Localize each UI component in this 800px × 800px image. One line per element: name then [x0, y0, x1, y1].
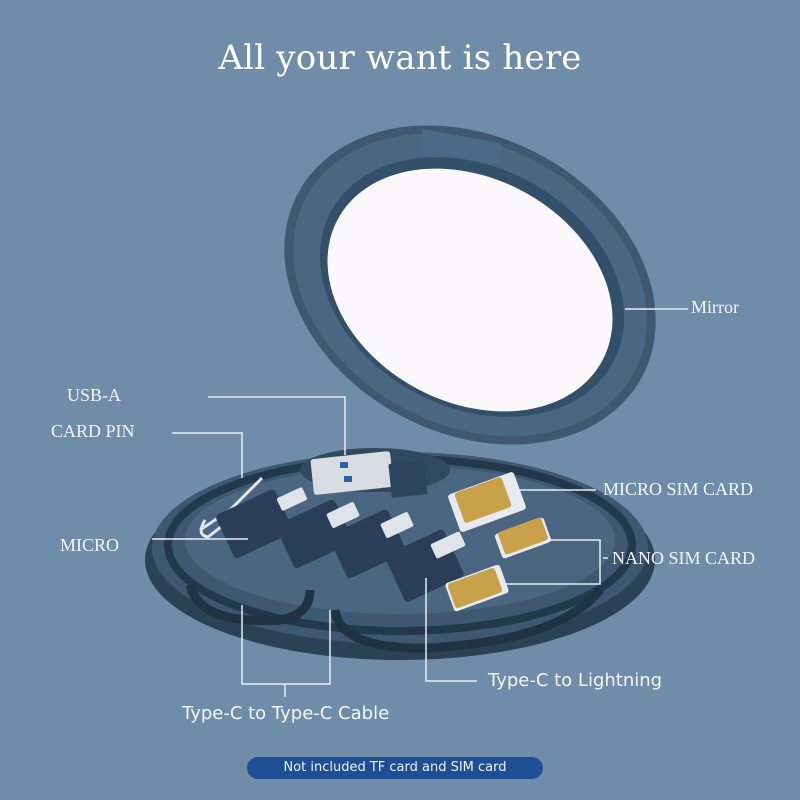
usb-a-callout	[208, 396, 346, 455]
mirror-surface	[327, 168, 613, 412]
page-title: All your want is here	[218, 38, 582, 78]
notice-badge: Not included TF card and SIM card	[247, 757, 543, 779]
label-mirror: Mirror	[691, 297, 739, 317]
label-card-pin: CARD PIN	[51, 421, 135, 441]
type-c-cable-callout	[241, 605, 331, 685]
label-nano-sim: NANO SIM CARD	[612, 548, 756, 568]
nano-sim-callout	[506, 539, 601, 585]
callout-lines	[152, 308, 688, 697]
lightning-callout	[425, 578, 477, 682]
label-usb-a: USB-A	[67, 385, 122, 405]
label-micro-sim: MICRO SIM CARD	[603, 479, 754, 499]
mirror-lid	[284, 125, 656, 445]
label-micro: MICRO	[60, 535, 120, 555]
case-base	[145, 448, 655, 660]
card-pin-callout	[172, 432, 243, 478]
label-type-c-cable: Type-C to Type-C Cable	[182, 703, 390, 724]
label-type-c-lightning: Type-C to Lightning	[488, 670, 663, 691]
